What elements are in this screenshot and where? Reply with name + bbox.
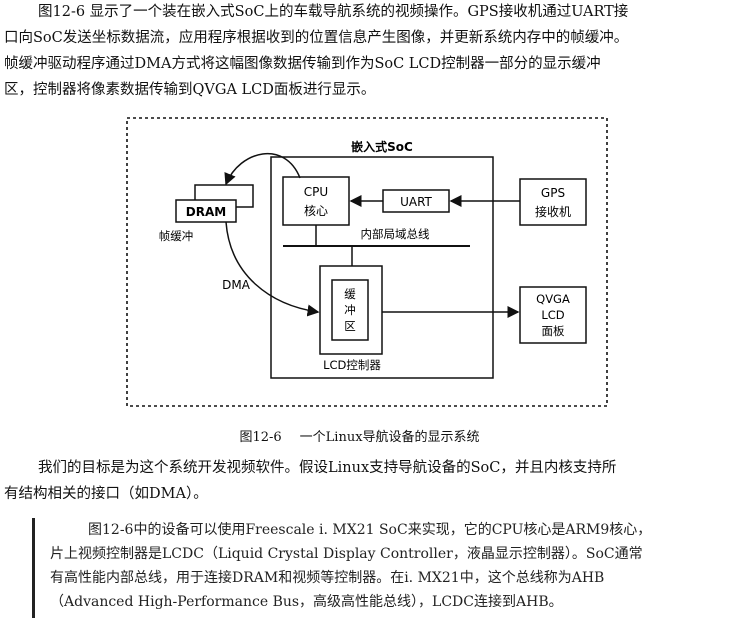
uart-label: UART: [400, 195, 432, 209]
figure-dashed-frame: [126, 117, 608, 407]
goal-line-2: 有结构相关的接口（如DMA）。: [4, 486, 208, 502]
gps-label-1: GPS: [541, 186, 565, 200]
intro-line-2: 口向SoC发送坐标数据流，应用程序根据收到的位置信息产生图像，并更新系统内存中的…: [4, 30, 629, 46]
side-note: 图12-6中的设备可以使用Freescale i. MX21 SoC来实现，它的…: [32, 518, 733, 621]
side-note-bar: [32, 518, 35, 618]
cpu-label-1: CPU: [304, 185, 328, 199]
buffer-label-1: 缓: [344, 287, 356, 301]
panel-label-2: LCD: [541, 308, 564, 322]
note-line-4: （Advanced High-Performance Bus，高级高性能总线），…: [50, 594, 563, 610]
buffer-label-2: 冲: [344, 303, 356, 317]
note-line-3: 有高性能内部总线，用于连接DRAM和视频等控制器。在i. MX21中，这个总线称…: [50, 570, 605, 586]
note-line-1: 图12-6中的设备可以使用Freescale i. MX21 SoC来实现，它的…: [88, 522, 652, 538]
dram-box: [175, 199, 237, 223]
goal-line-1: 我们的目标是为这个系统开发视频软件。假设Linux支持导航设备的SoC，并且内核…: [38, 460, 617, 476]
caption-number: 图12-6: [239, 430, 282, 445]
display-buffer-box: [331, 279, 369, 341]
note-line-2: 片上视频控制器是LCDC（Liquid Crystal Display Cont…: [50, 546, 643, 562]
panel-label-3: 面板: [542, 324, 565, 338]
gps-label-2: 接收机: [535, 204, 571, 219]
dma-label: DMA: [222, 278, 251, 292]
figure-caption: 图12-6 一个Linux导航设备的显示系统: [0, 426, 737, 445]
intro-line-1: 图12-6 显示了一个装在嵌入式SoC上的车载导航系统的视频操作。GPS接收机通…: [38, 4, 629, 20]
framebuffer-label: 帧缓冲: [159, 229, 194, 243]
lcd-controller-label: LCD控制器: [323, 358, 381, 372]
bus-label: 内部局域总线: [361, 227, 430, 241]
cpu-to-dram-arrow: [224, 153, 301, 186]
dram-to-buffer-dma-arrow: [225, 221, 320, 317]
intro-line-4: 区，控制器将像素数据传输到QVGA LCD面板进行显示。: [4, 82, 376, 98]
intro-line-3: 帧缓冲驱动程序通过DMA方式将这幅图像数据传输到作为SoC LCD控制器一部分的…: [4, 56, 601, 72]
gps-receiver-box: [519, 178, 587, 226]
soc-box: [270, 156, 494, 379]
dram-label: DRAM: [186, 205, 226, 219]
buffer-label-3: 区: [344, 319, 356, 333]
panel-label-1: QVGA: [536, 292, 570, 306]
lcd-controller-box: [319, 265, 383, 355]
cpu-label-2: 核心: [304, 204, 328, 218]
soc-label: 嵌入式SoC: [351, 139, 413, 154]
caption-text: 一个Linux导航设备的显示系统: [299, 430, 480, 445]
qvga-lcd-panel-box: [519, 286, 587, 344]
